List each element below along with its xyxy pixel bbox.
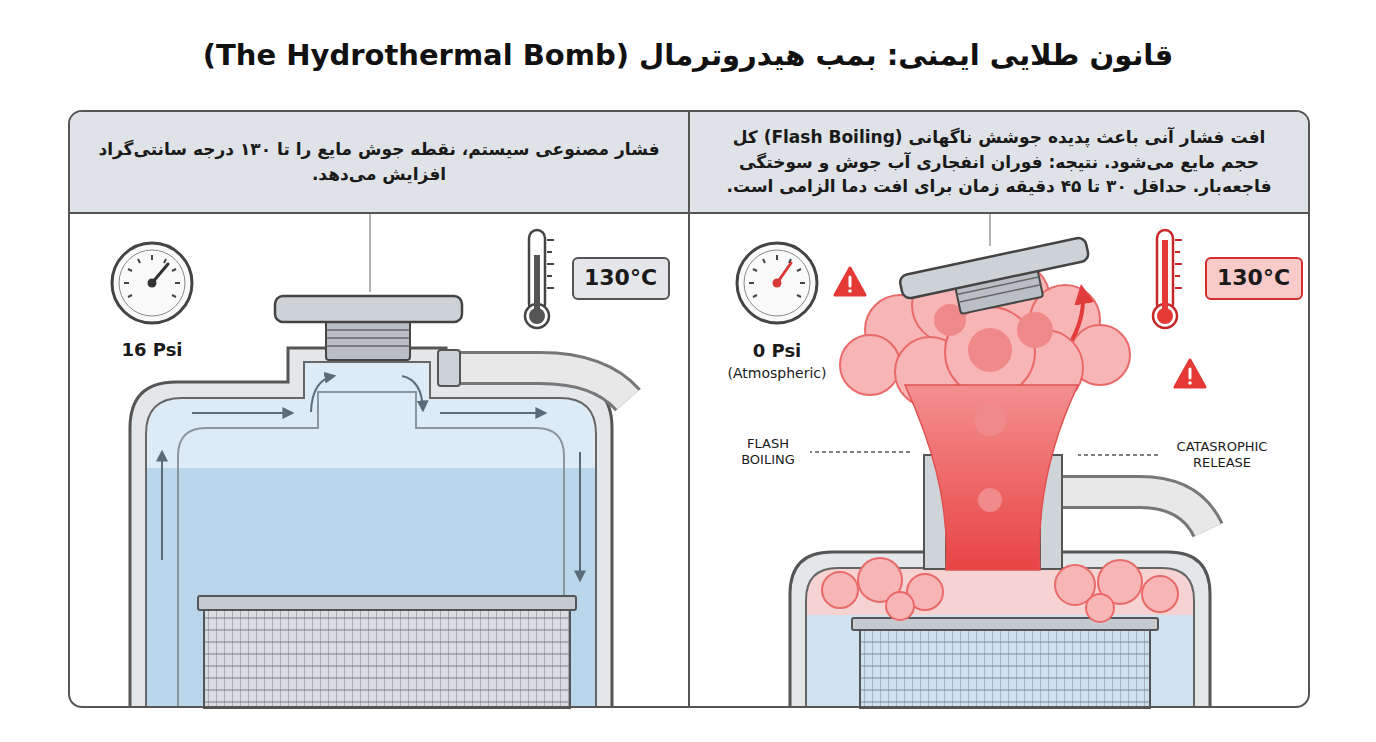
pressure-gauge [148,279,157,288]
pressure-gauge [773,279,782,288]
leader-line [989,214,991,246]
warning-icon [835,268,865,295]
pressure-gauge [737,243,817,323]
radiator-core [860,628,1150,708]
radiator-core [852,618,1158,708]
steam-cloud [840,335,900,395]
warning-icon [849,277,852,286]
flow-arrows [402,376,423,410]
release-arrow [1072,290,1083,340]
pressure-gauge [124,255,180,297]
thermometer-icon [1153,230,1182,328]
pressure-gauge [744,250,810,316]
thermometer-icon [547,240,554,288]
steam-cloud [1086,594,1114,622]
steam-cloud [1142,576,1178,612]
steam-highlights [978,488,1002,512]
flow-arrows [161,452,163,560]
radiator-core [204,606,570,708]
radiator-tank [130,348,612,708]
pressure-gauge [112,243,192,323]
radiator-tank [147,468,595,708]
steam-highlights [974,404,1006,436]
pressure-gauge [119,250,185,316]
callout-label: CATASROPHIC RELEASE [1160,438,1284,473]
steam-highlights [968,328,1012,372]
warning-icon [835,268,865,295]
radiator-hose [446,368,628,400]
panel-header: افت فشار آنی باعث پدیده جوشش ناگهانی (Fl… [690,112,1308,214]
thermometer-icon [1175,240,1182,288]
radiator-cap [326,320,410,360]
thermometer-icon [529,308,545,324]
diagram-title: قانون طلایی ایمنی: بمب هیدروترمال (The H… [0,38,1376,72]
steam-cloud [886,592,914,620]
leader-line [369,214,371,292]
temperature-value: 130°C [584,264,658,293]
info-panel: افت فشار آنی باعث پدیده جوشش ناگهانی (Fl… [688,110,1310,708]
thermometer-icon [1162,240,1168,315]
warning-icon [1175,360,1205,387]
radiator-cap [326,330,410,346]
pressure-reading: 16 Psi [118,338,185,363]
flow-arrows [579,452,581,580]
radiator-cap [275,296,462,360]
radiator-core [198,596,576,708]
callout-label: FLASH BOILING [726,435,810,470]
panel-header: فشار مصنوعی سیستم، نقطه جوش مایع را تا ۱… [70,112,688,214]
radiator-cap [899,237,1095,325]
pressure-note: (Atmospheric) [725,364,830,384]
radiator-hose [1058,492,1208,530]
callout-leaders [1078,454,1158,456]
steam-highlights [934,304,1053,512]
pressure-gauge [749,255,805,297]
info-panel: فشار مصنوعی سیستم، نقطه جوش مایع را تا ۱… [68,110,690,708]
flow-arrows [162,376,580,580]
radiator-hose [446,368,628,400]
radiator-tank [790,552,1210,708]
boiling-geyser [905,385,1078,570]
radiator-hose [438,350,628,400]
temperature-tag: 130°C [572,257,670,300]
radiator-core [198,596,576,610]
steam-cloud [822,572,858,608]
callout-leaders [808,451,912,453]
thermometer-icon [534,255,540,315]
radiator-hose [438,350,460,386]
radiator-hose [1058,492,1208,530]
warning-icon [1175,360,1205,387]
pressure-gauge [112,243,192,323]
radiator-cap [899,237,1090,300]
radiator-tank [807,615,1193,708]
temperature-tag: 130°C [1205,257,1303,300]
warning-icon [1189,369,1192,378]
pressure-reading: 0 Psi [750,339,805,364]
radiator-cap [275,296,462,322]
callout-leaders [808,452,1158,455]
normal-radiator-illustration [112,214,628,708]
radiator-tank [130,348,612,708]
warning-icon [1188,381,1192,385]
temperature-value: 130°C [1217,264,1291,293]
flow-arrows [192,412,292,414]
thermometer-icon [1157,308,1173,324]
warning-icon [848,289,852,293]
radiator-tank [146,362,596,708]
thermometer-icon [525,230,554,328]
radiator-hose [1058,492,1208,530]
pressure-gauge [737,243,817,323]
steam-cloud [822,260,1178,622]
flow-arrows [440,412,545,414]
steam-highlights [1017,312,1053,348]
flow-arrows [311,376,334,412]
